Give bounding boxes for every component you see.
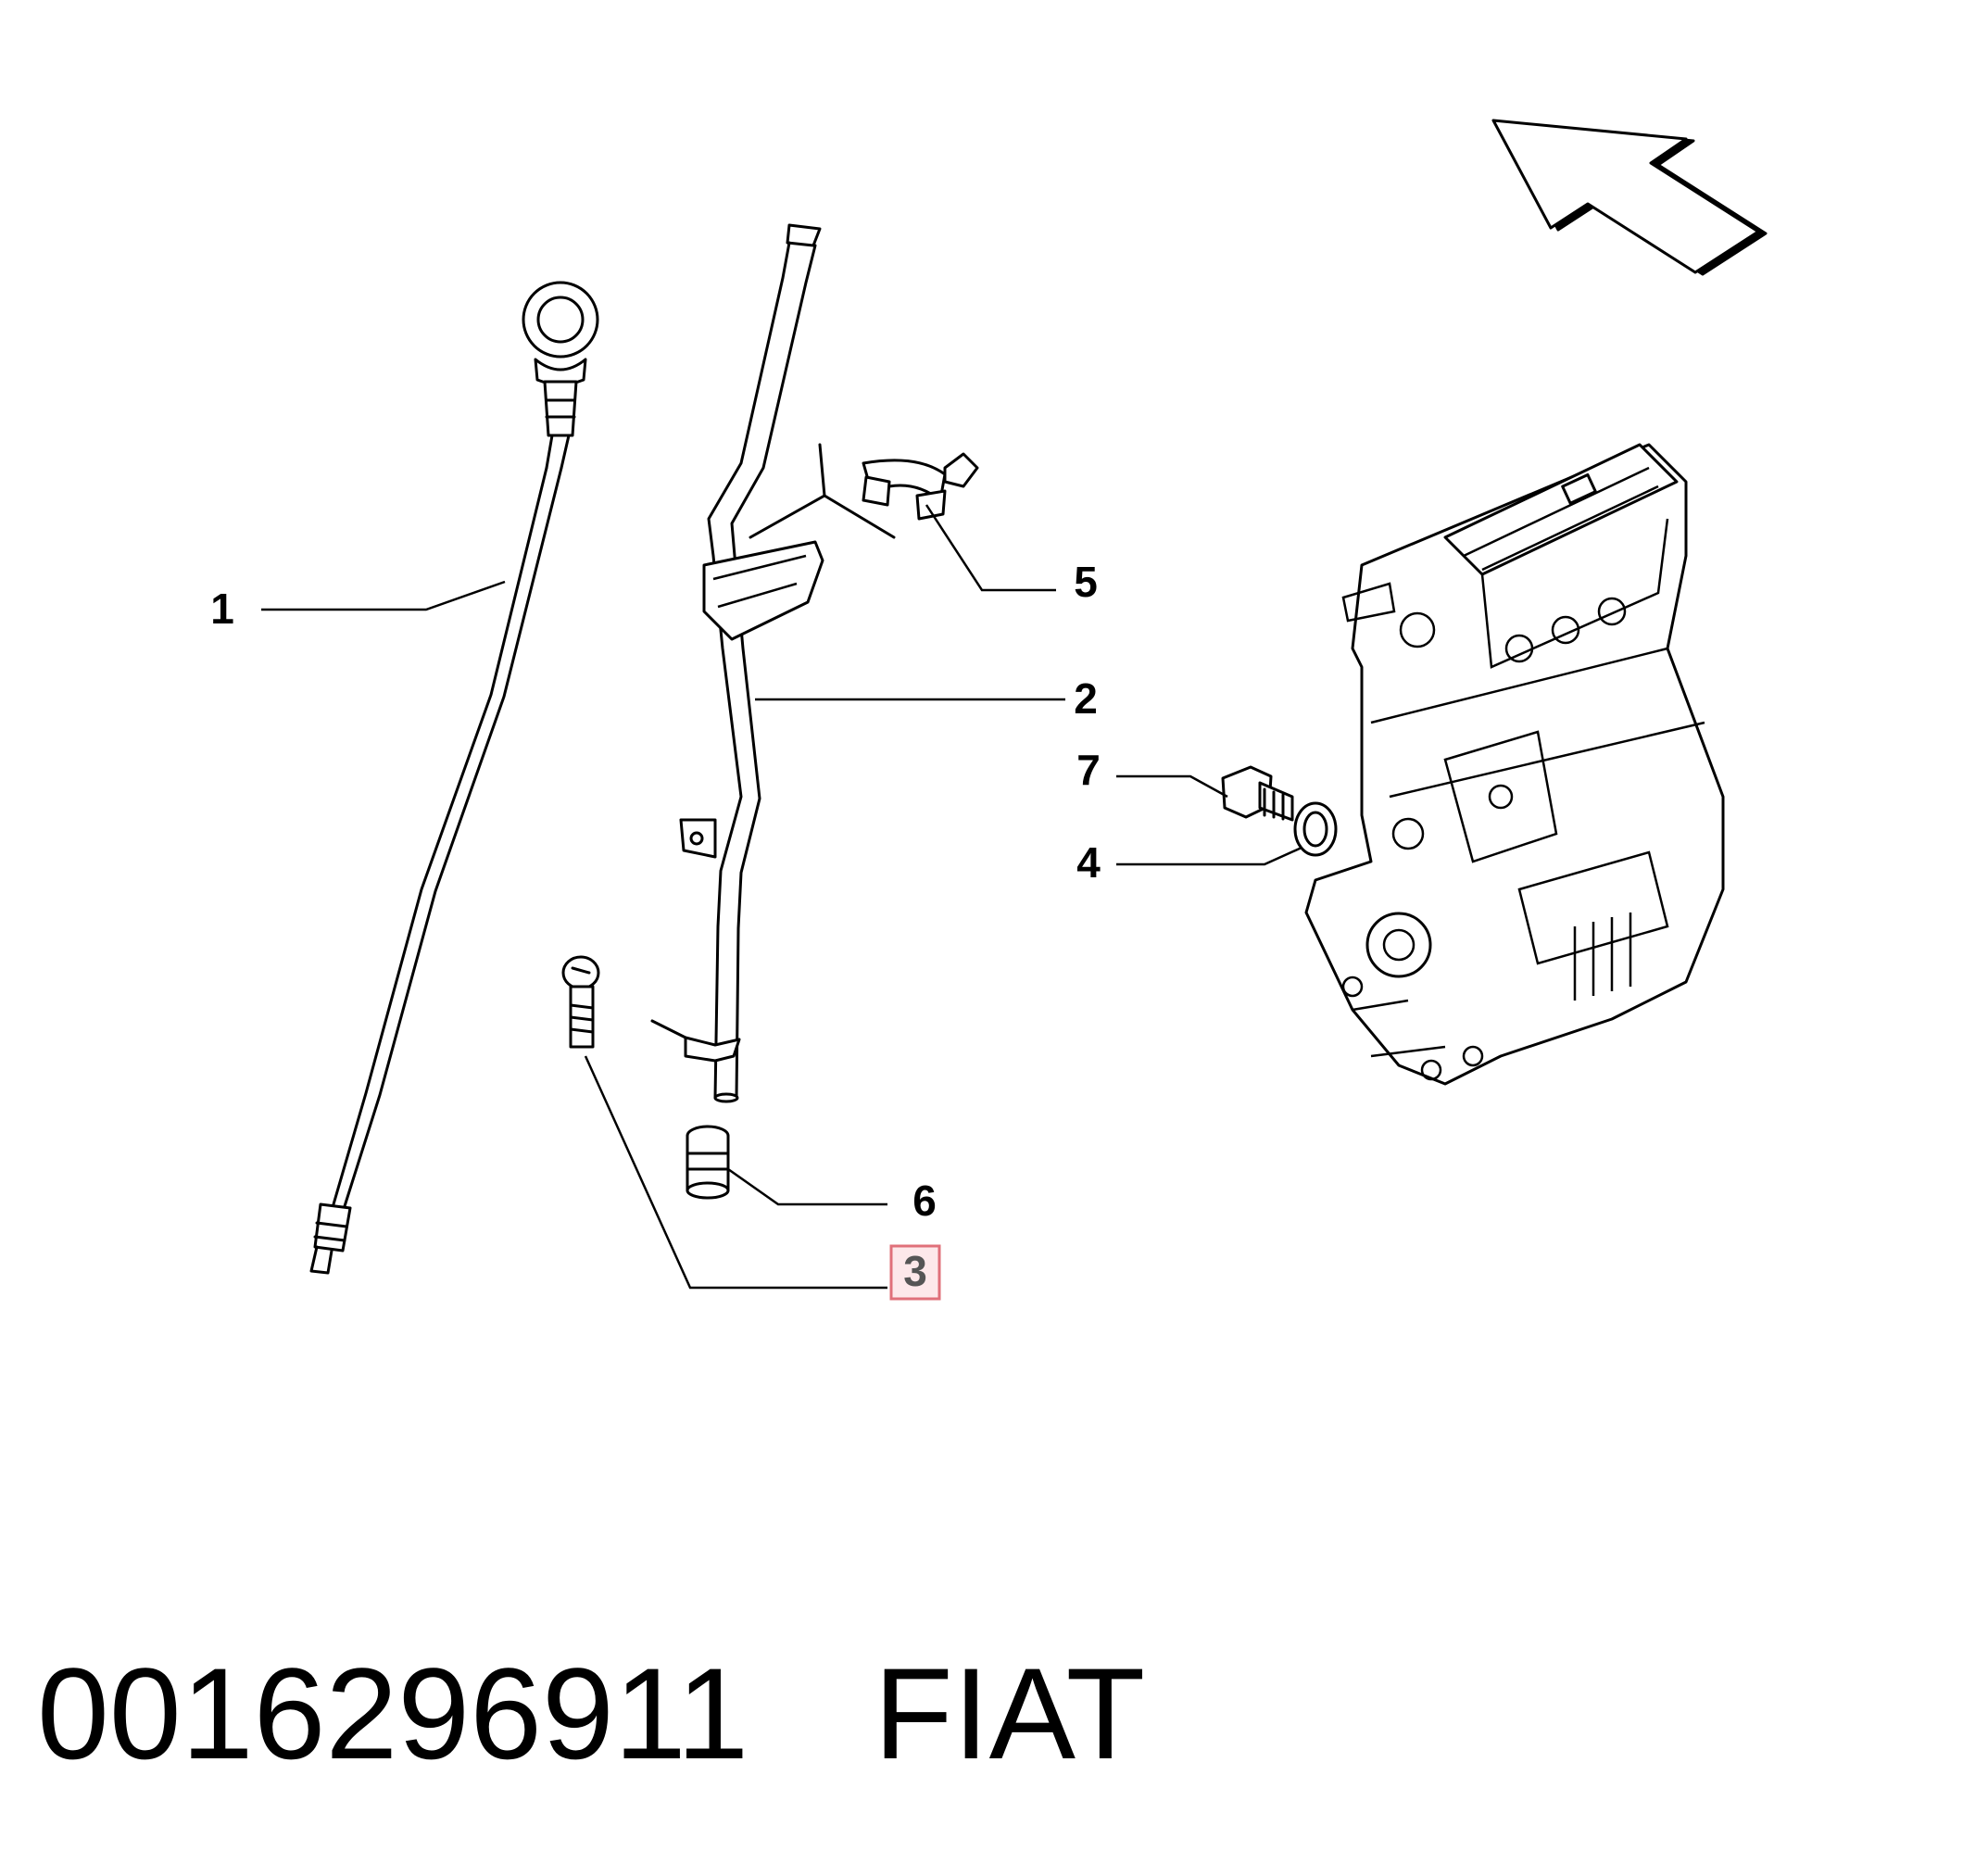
callout-6: 6 <box>912 1177 937 1225</box>
callout-3: 3 <box>903 1247 927 1295</box>
washer-part[interactable] <box>1293 801 1338 857</box>
grommet-part[interactable] <box>686 1125 730 1200</box>
brand-name: FIAT <box>874 1641 1146 1786</box>
orientation-arrow-icon <box>1491 119 1768 276</box>
callout-5: 5 <box>1074 558 1098 606</box>
leader-line-7 <box>1116 774 1228 799</box>
callout-1: 1 <box>210 585 234 633</box>
leader-line-4 <box>1116 846 1302 866</box>
parts-diagram: 1 2 3 4 5 6 7 <box>210 119 1768 1301</box>
callout-2: 2 <box>1074 674 1098 723</box>
clip-part[interactable] <box>749 443 979 539</box>
callout-7: 7 <box>1076 746 1101 794</box>
part-caption: 0016296911 FIAT <box>37 1640 1145 1788</box>
part-number: 0016296911 <box>37 1641 749 1786</box>
plug-part[interactable] <box>1221 765 1294 822</box>
leader-line-1 <box>261 580 506 611</box>
leader-line-3 <box>584 1055 887 1290</box>
leader-line-5 <box>925 504 1056 592</box>
dipstick-tube-part[interactable] <box>650 223 824 1103</box>
leader-lines <box>261 504 1302 1290</box>
leader-line-6 <box>727 1167 887 1206</box>
callout-3-highlight-box <box>889 1244 941 1301</box>
callout-4: 4 <box>1076 838 1101 887</box>
callout-labels: 1 2 3 4 5 6 7 <box>210 558 1101 1301</box>
screw-part[interactable] <box>561 955 600 1049</box>
dipstick-part[interactable] <box>309 281 599 1275</box>
engine-block-illustration <box>1304 443 1725 1086</box>
